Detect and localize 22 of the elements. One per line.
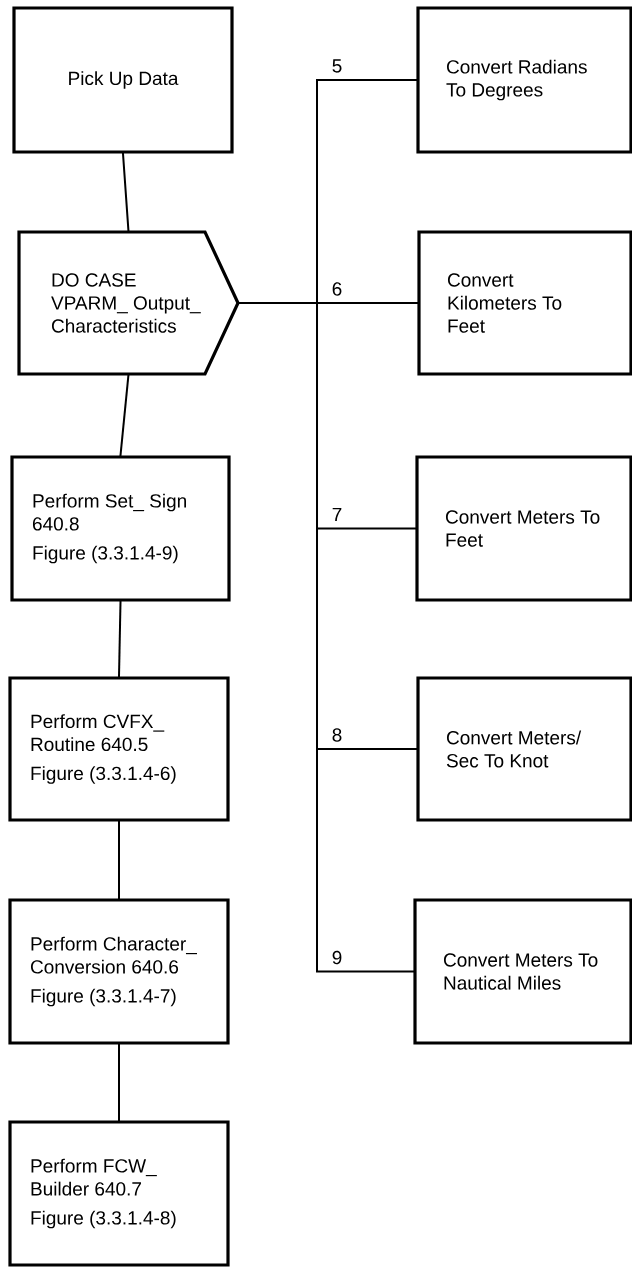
process-box: Convert Meters To Nautical Miles [413,898,632,1045]
process-box: Convert Kilometers To Feet [417,230,632,376]
connector-line [118,820,120,900]
edge-label: 6 [332,282,342,296]
edge-label: 8 [332,728,342,742]
process-box: Perform Set_ Sign 640.8 Figure (3.3.1.4-9) [10,455,231,602]
connector-line [122,152,130,233]
connector-line [237,302,415,973]
connector-line [118,600,122,678]
edge-label: 7 [332,507,342,522]
process-box: Convert Meters/ Sec To Knot [416,676,632,822]
case-pentagon: DO CASE VPARM_ Output_ Characteristics [17,230,240,376]
connector-line [118,1043,120,1122]
process-box: Perform CVFX_ Routine 640.5 Figure (3.3.1.4-6) [8,676,230,822]
process-box: Convert Meters To Feet [415,455,632,602]
process-box: Perform FCW_ Builder 640.7 Figure (3.3.1.4-8) [8,1120,230,1267]
edge-label: 9 [332,950,342,965]
process-box: Perform Character_ Conversion 640.6 Figure (3.3.1.4-7) [8,898,230,1045]
process-box: Convert Radians To Degrees [416,6,632,154]
connector-line [119,373,130,457]
edge-label: 5 [332,59,342,73]
process-box: Pick Up Data [12,6,234,154]
